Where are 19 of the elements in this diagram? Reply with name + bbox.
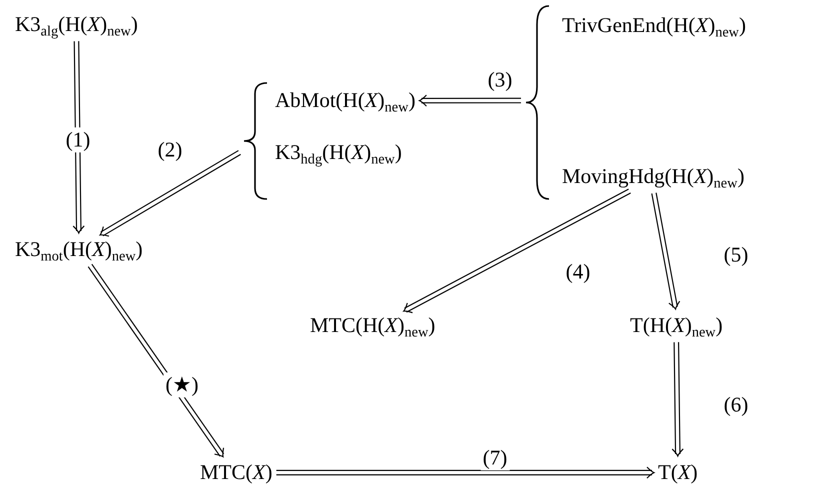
formula-text: K3$_{mot}$(H(X)$_{new}$) (15, 237, 143, 262)
formula-text: T(X) (658, 460, 698, 486)
formula-text: T(H(X)$_{new}$) (630, 313, 723, 338)
double-arrow (651, 192, 680, 310)
edge-label: (1) (64, 127, 92, 153)
double-arrow (88, 264, 224, 458)
formula-text: TrivGenEnd(H(X)$_{new}$) (562, 13, 746, 38)
formula-text: K3$_{hdg}$(H(X)$_{new}$) (275, 140, 402, 166)
double-arrow (403, 188, 632, 314)
edge-label: (★) (164, 372, 200, 398)
formula-text: MTC(H(X)$_{new}$) (310, 313, 436, 338)
double-arrow (100, 150, 242, 237)
formula-text: MTC(X) (200, 460, 272, 486)
formula-text: MovingHdg(H(X)$_{new}$) (562, 164, 744, 190)
double-arrow (672, 342, 684, 457)
double-arrow (418, 94, 522, 107)
double-arrow (276, 466, 655, 479)
formula-text: AbMot(H(X)$_{new}$) (275, 88, 416, 114)
formula-text: K3$_{alg}$(H(X)$_{new}$) (15, 12, 138, 38)
